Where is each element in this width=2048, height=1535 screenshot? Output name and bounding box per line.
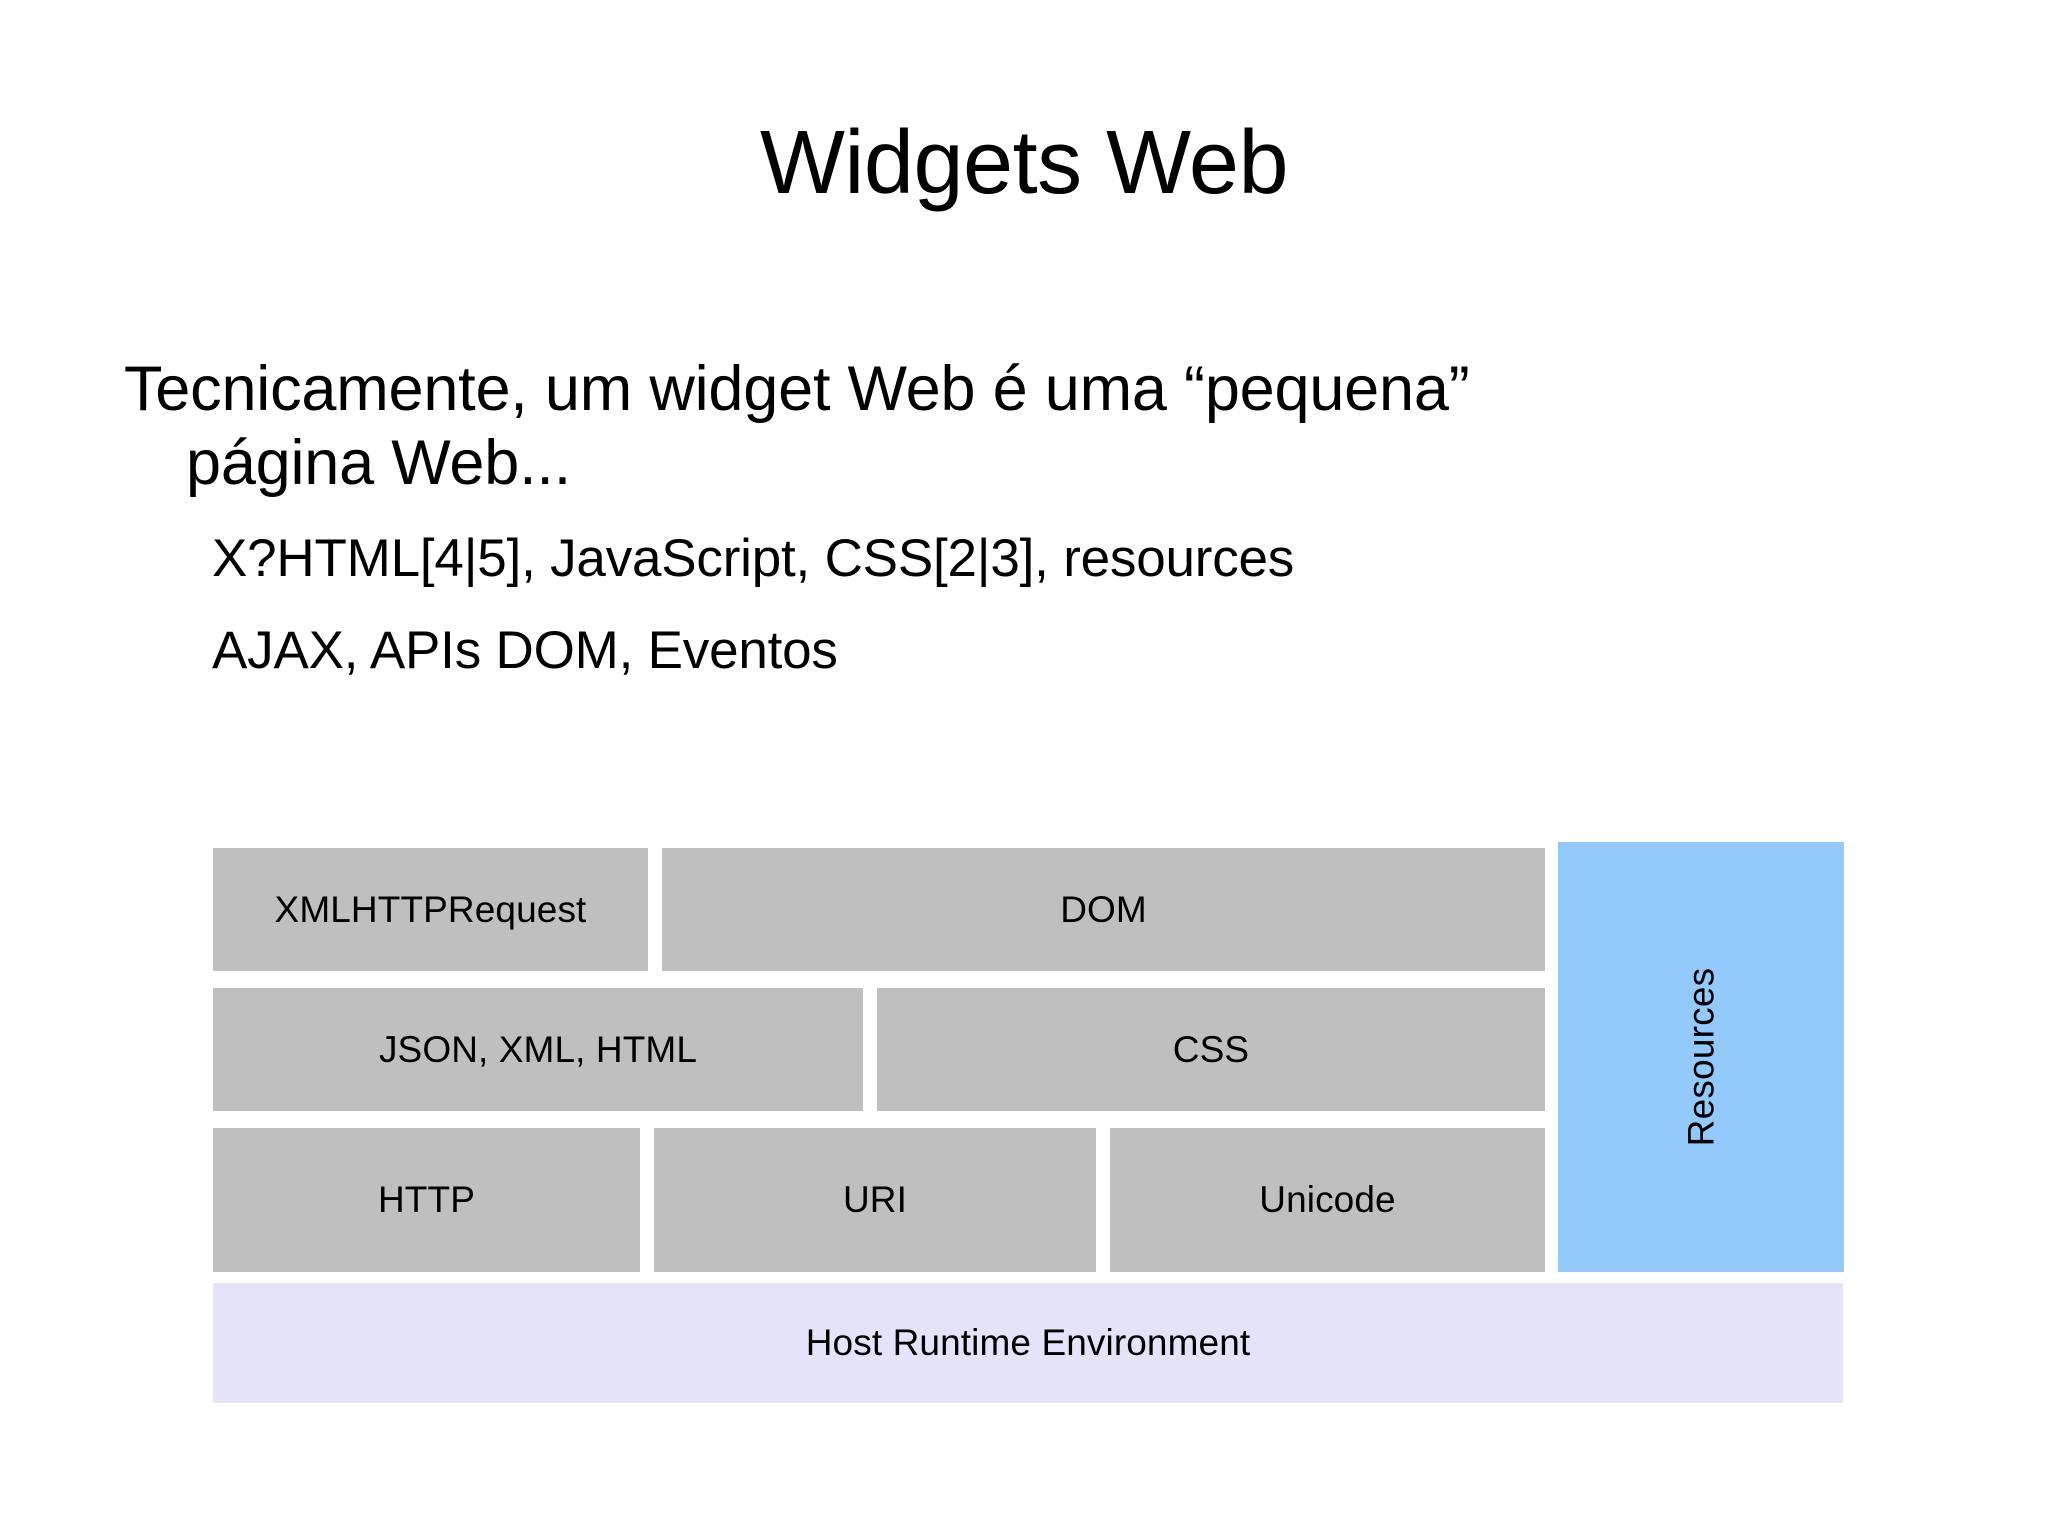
stack-row-bottom: HTTP URI Unicode	[213, 1128, 1545, 1272]
stack-cell-json-xml-html: JSON, XML, HTML	[213, 988, 863, 1111]
stack-cell-dom: DOM	[662, 848, 1545, 971]
stack-row-middle: JSON, XML, HTML CSS	[213, 988, 1545, 1111]
stack-cell-xmlhttprequest: XMLHTTPRequest	[213, 848, 648, 971]
bullet-level2-technologies: X?HTML[4|5], JavaScript, CSS[2|3], resou…	[212, 528, 1295, 588]
widget-stack-diagram: XMLHTTPRequest DOM JSON, XML, HTML CSS H…	[213, 842, 1844, 1277]
bullet-level1: Tecnicamente, um widget Web é uma “peque…	[124, 352, 1914, 501]
stack-cell-uri: URI	[654, 1128, 1096, 1272]
stack-cell-resources: Resources	[1558, 842, 1844, 1272]
body-content: Tecnicamente, um widget Web é uma “peque…	[124, 352, 1914, 684]
stack-row-top: XMLHTTPRequest DOM	[213, 848, 1545, 971]
bullet-level1-line2: página Web...	[186, 428, 571, 499]
spacer-1	[124, 501, 1914, 527]
spacer-2	[124, 591, 1914, 619]
page-title: Widgets Web	[759, 113, 1289, 213]
stack-cell-css: CSS	[877, 988, 1545, 1111]
resources-label: Resources	[1680, 967, 1721, 1147]
bullet-level2-apis: AJAX, APIs DOM, Eventos	[212, 621, 838, 681]
stack-cell-unicode: Unicode	[1110, 1128, 1545, 1272]
host-runtime-environment-bar: Host Runtime Environment	[213, 1283, 1843, 1403]
stack-cell-http: HTTP	[213, 1128, 640, 1272]
stack-columns: XMLHTTPRequest DOM JSON, XML, HTML CSS H…	[213, 842, 1545, 1272]
bullet-level1-line1: Tecnicamente, um widget Web é uma “peque…	[124, 354, 1470, 424]
